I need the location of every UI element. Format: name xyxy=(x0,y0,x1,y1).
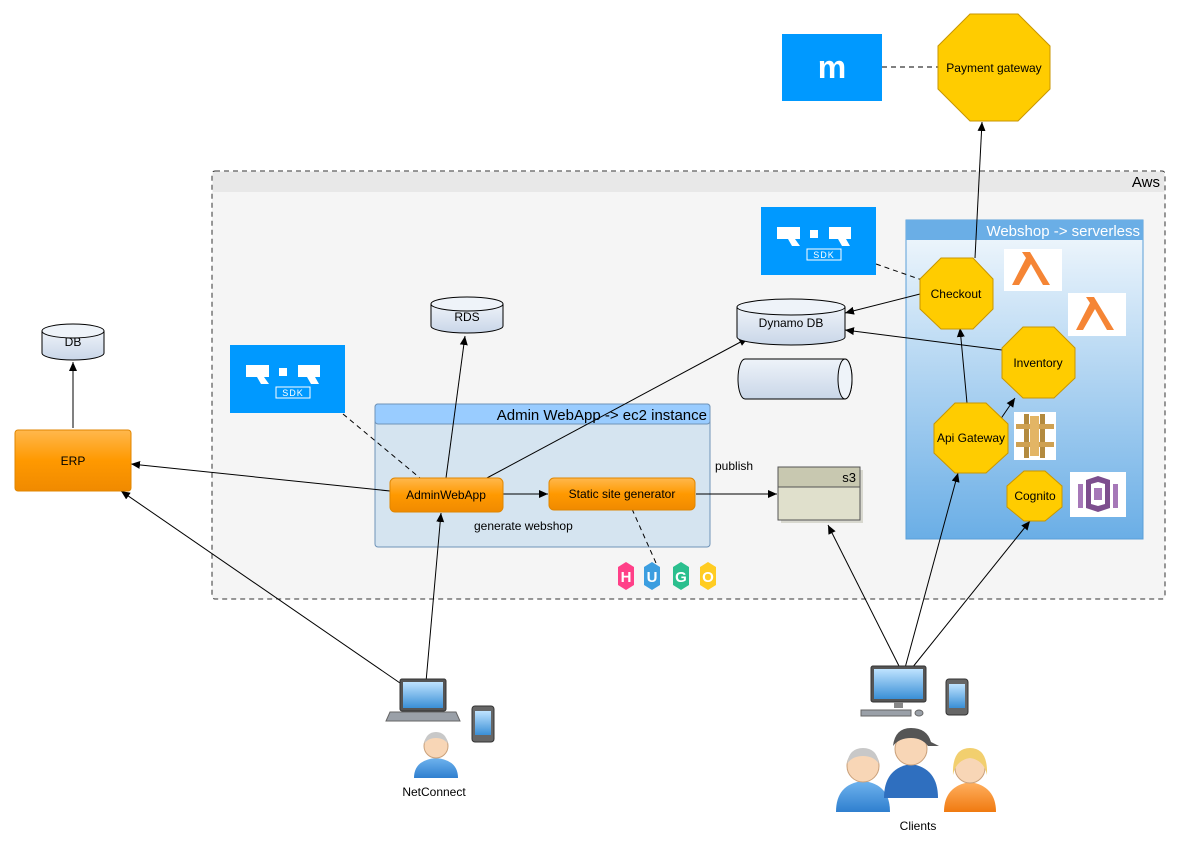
netconnect-person-icon xyxy=(414,732,458,778)
clients-person-icon-1 xyxy=(836,748,890,812)
hugo-letter-u: U xyxy=(647,569,658,586)
clients-person-icon-3 xyxy=(944,748,996,812)
edge-apigw-inventory xyxy=(999,397,1016,421)
api-gateway-node[interactable]: Api Gateway xyxy=(933,402,1009,474)
mollie-letter: m xyxy=(818,49,846,85)
rds-node[interactable]: RDS xyxy=(430,296,504,334)
payment-gateway-node[interactable]: Payment gateway xyxy=(937,13,1051,122)
hugo-letter-o: O xyxy=(702,569,714,586)
edge-clients-s3 xyxy=(827,524,901,669)
payment-gateway-label: Payment gateway xyxy=(946,61,1041,75)
rds-label: RDS xyxy=(454,310,479,324)
static-site-generator-label: Static site generator xyxy=(569,487,676,501)
edges xyxy=(69,66,1031,684)
inventory-label: Inventory xyxy=(1013,356,1062,370)
dynamo-db-label: Dynamo DB xyxy=(759,316,824,330)
api-gateway-label: Api Gateway xyxy=(937,431,1005,445)
sdk-logo-right: SDK xyxy=(761,207,876,275)
aws-container-title: Aws xyxy=(1132,174,1160,191)
admin-webapp-label: AdminWebApp xyxy=(406,488,486,502)
publish-label: publish xyxy=(715,459,753,473)
clients-phone-icon xyxy=(945,678,969,716)
cognito-icon xyxy=(1070,472,1126,517)
horizontal-cylinder-shape xyxy=(737,358,853,400)
admin-webapp-container-title: Admin WebApp -> ec2 instance xyxy=(497,407,707,424)
edge-clients-apigw xyxy=(904,472,960,669)
lambda-icon xyxy=(1004,249,1062,291)
s3-label: s3 xyxy=(842,470,856,485)
erp-node[interactable]: ERP xyxy=(14,429,132,492)
sdk-left-text: SDK xyxy=(282,388,304,398)
cognito-node[interactable]: Cognito xyxy=(1006,470,1063,522)
admin-webapp-node[interactable]: AdminWebApp xyxy=(389,477,504,513)
checkout-node[interactable]: Checkout xyxy=(919,257,994,330)
edge-sdk-admin xyxy=(342,413,421,479)
cognito-label: Cognito xyxy=(1014,489,1056,503)
mollie-logo: m xyxy=(782,34,882,101)
erp-db-label: DB xyxy=(65,335,82,349)
dynamo-db-node[interactable]: Dynamo DB xyxy=(736,298,846,346)
edge-checkout-dynamo xyxy=(844,293,921,315)
edge-admin-dynamo xyxy=(484,337,749,480)
edge-netconnect-admin xyxy=(425,512,445,683)
edge-admin-rds xyxy=(445,335,468,479)
erp-label: ERP xyxy=(61,454,86,468)
static-site-generator-node[interactable]: Static site generator xyxy=(548,477,696,511)
hugo-logo: H U G O xyxy=(618,562,716,590)
hugo-letter-h: H xyxy=(621,569,632,586)
erp-db-node[interactable]: DB xyxy=(41,323,105,361)
edge-ssg-hugo xyxy=(631,508,657,564)
edge-inventory-dynamo xyxy=(844,327,1003,351)
lambda-icon xyxy=(1068,293,1126,336)
hugo-letter-g: G xyxy=(675,569,687,586)
edge-checkout-payment xyxy=(974,121,986,259)
edge-apigw-checkout xyxy=(956,327,968,404)
clients-person-icon-2 xyxy=(884,728,939,798)
edge-sdk-checkout xyxy=(875,263,923,281)
sdk-right-text: SDK xyxy=(813,250,835,260)
netconnect-phone-icon xyxy=(471,705,495,743)
checkout-label: Checkout xyxy=(931,287,982,301)
netconnect-label: NetConnect xyxy=(402,785,466,799)
edge-netconnect-erp xyxy=(120,490,401,684)
clients-desktop-icon xyxy=(860,665,927,717)
netconnect-laptop-icon xyxy=(385,678,461,722)
sdk-logo-left: SDK xyxy=(230,345,345,413)
webshop-container-title: Webshop -> serverless xyxy=(986,223,1140,240)
api-gateway-icon xyxy=(1014,412,1056,460)
s3-node[interactable]: s3 xyxy=(777,466,863,523)
edge-clients-cognito xyxy=(911,520,1031,669)
generate-webshop-label: generate webshop xyxy=(474,519,573,533)
clients-label: Clients xyxy=(900,819,937,833)
edge-admin-erp xyxy=(130,460,391,492)
inventory-node[interactable]: Inventory xyxy=(1001,326,1076,399)
